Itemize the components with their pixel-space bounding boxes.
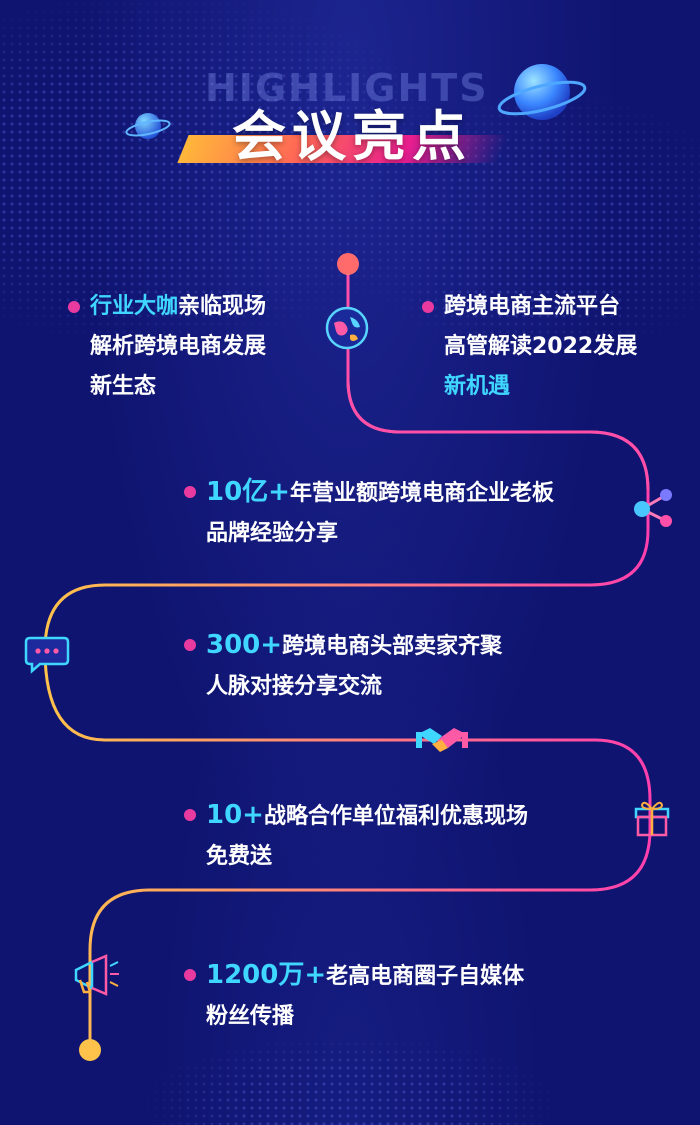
- item-2-highlight: 新机遇: [444, 374, 511, 399]
- item-4-line-1: 跨境电商头部卖家齐聚: [282, 634, 503, 659]
- gift-icon: [634, 801, 670, 837]
- item-5-line-1: 战略合作单位福利优惠现场: [263, 804, 528, 829]
- highlight-item-3: 10亿+年营业额跨境电商企业老板 品牌经验分享: [184, 472, 554, 554]
- item-5-highlight: 10+: [206, 800, 264, 830]
- item-6-line-1: 老高电商圈子自媒体: [326, 964, 525, 989]
- item-6-line-2: 粉丝传播: [206, 1004, 295, 1029]
- item-1-line-3: 新生态: [90, 374, 157, 399]
- highlight-item-5: 10+战略合作单位福利优惠现场 免费送: [184, 795, 528, 877]
- item-3-line-2: 品牌经验分享: [206, 521, 339, 546]
- item-5-line-2: 免费送: [206, 844, 273, 869]
- large-planet-icon: [497, 64, 587, 120]
- item-3-line-1: 年营业额跨境电商企业老板: [289, 481, 554, 506]
- item-6-highlight: 1200万+: [206, 960, 327, 990]
- item-1-line-2: 解析跨境电商发展: [90, 334, 267, 359]
- bullet-dot: [184, 969, 196, 981]
- bullet-dot: [68, 301, 80, 313]
- bullet-dot: [184, 486, 196, 498]
- small-planet-icon: [125, 113, 171, 139]
- item-4-line-2: 人脉对接分享交流: [206, 674, 383, 699]
- highlights-watermark: HIGHLIGHTS: [205, 66, 489, 110]
- highlight-item-1: 行业大咖亲临现场 解析跨境电商发展 新生态: [68, 287, 267, 407]
- bullet-dot: [184, 809, 196, 821]
- item-3-highlight: 10亿+: [206, 477, 290, 507]
- chat-bubble-icon: [24, 636, 70, 674]
- page-title: 会议亮点: [232, 105, 472, 168]
- item-1-line-1: 亲临现场: [178, 294, 267, 319]
- item-2-line-2: 高管解读2022发展: [444, 334, 638, 359]
- item-4-highlight: 300+: [206, 630, 283, 660]
- highlight-item-4: 300+跨境电商头部卖家齐聚 人脉对接分享交流: [184, 625, 503, 707]
- globe-icon: [325, 306, 369, 350]
- share-icon: [634, 489, 672, 527]
- item-1-highlight: 行业大咖: [90, 294, 179, 319]
- bullet-dot: [184, 639, 196, 651]
- megaphone-icon: [74, 954, 119, 996]
- bullet-dot: [422, 301, 434, 313]
- highlight-item-6: 1200万+老高电商圈子自媒体 粉丝传播: [184, 955, 525, 1037]
- item-2-line-1: 跨境电商主流平台: [444, 294, 621, 319]
- handshake-icon: [416, 728, 468, 752]
- highlight-item-2: 跨境电商主流平台 高管解读2022发展 新机遇: [422, 287, 638, 407]
